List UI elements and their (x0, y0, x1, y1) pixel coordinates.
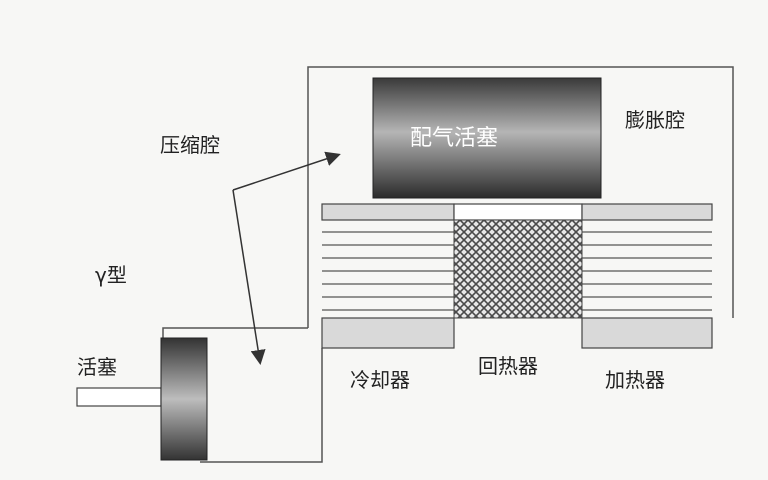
heater-block (581, 317, 713, 349)
label-regenerator: 回热器 (478, 354, 538, 378)
duct-outline (162, 327, 308, 338)
piston-rod (76, 387, 162, 407)
displacer-piston (372, 77, 602, 199)
arrow-to-expansion (232, 151, 341, 191)
label-expansion-chamber: 膨胀腔 (625, 108, 685, 132)
arrow-to-compression (232, 189, 266, 365)
label-piston: 活塞 (77, 355, 117, 379)
label-cooler: 冷却器 (350, 368, 410, 392)
top-plate-right (581, 203, 713, 221)
heat-exchanger-tubes (322, 231, 712, 311)
top-plate-left (321, 203, 455, 221)
cooler-block (321, 317, 455, 349)
label-compression-chamber: 压缩腔 (160, 133, 220, 157)
duct-lower (200, 348, 323, 463)
housing-outline (307, 66, 734, 328)
label-displacer-piston: 配气活塞 (410, 126, 499, 151)
top-plate-center (453, 203, 583, 221)
label-heater: 加热器 (605, 368, 665, 392)
regenerator-mesh (453, 219, 583, 319)
label-gamma-type: γ型 (95, 263, 127, 287)
power-piston (160, 337, 208, 461)
